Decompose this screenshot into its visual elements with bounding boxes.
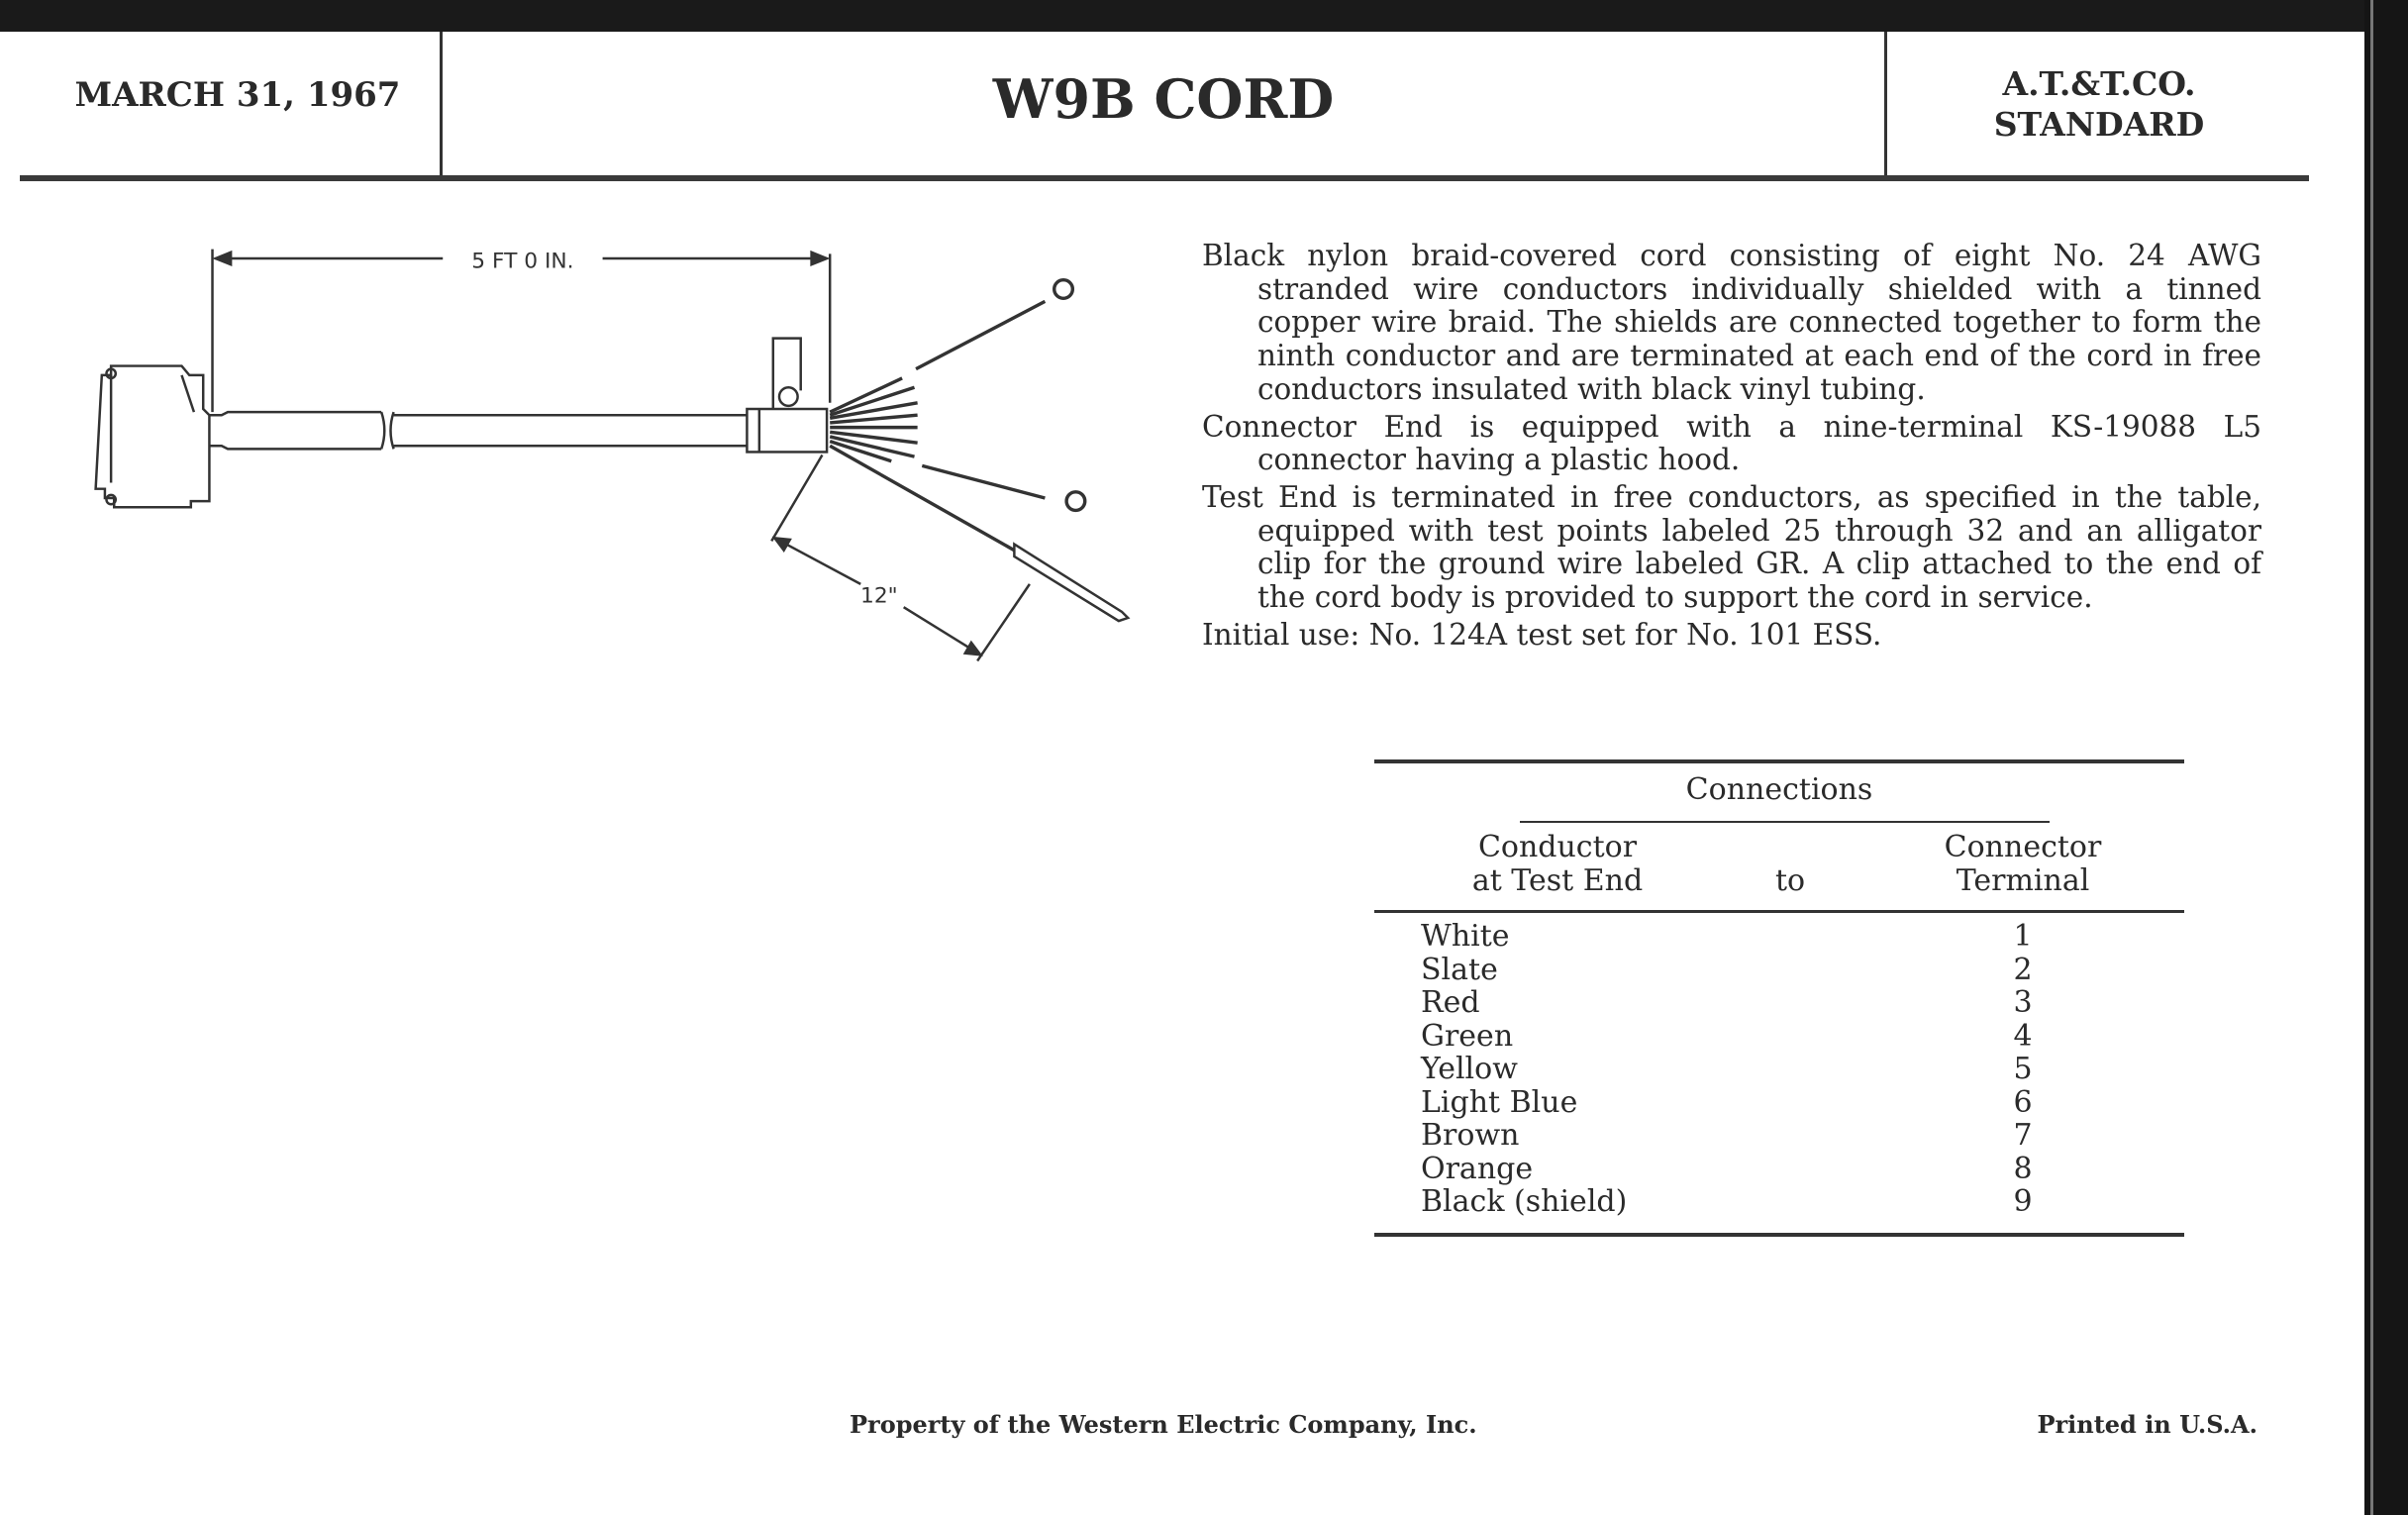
header-divider <box>440 32 443 178</box>
conductor-name: White <box>1421 919 1510 954</box>
col-header-line: at Test End <box>1471 862 1644 898</box>
terminal-number: 7 <box>2013 1118 2033 1153</box>
col-header-terminal: Connector Terminal <box>1889 831 2157 897</box>
terminal-number: 9 <box>2013 1184 2033 1219</box>
lead-length-label: 12" <box>860 583 898 608</box>
terminal-number: 6 <box>2013 1084 2033 1120</box>
dimension-5ft: 5 FT 0 IN. <box>211 249 832 413</box>
standard-line2: STANDARD <box>1993 105 2205 144</box>
conductor-name: Black (shield) <box>1421 1184 1628 1219</box>
description-paragraph: Black nylon braid-covered cord consistin… <box>1202 239 2261 406</box>
conductor-name: Yellow <box>1421 1052 1518 1086</box>
terminal-number: 4 <box>2013 1018 2033 1054</box>
dimension-12in: 12" <box>770 454 1031 662</box>
footer-printed: Printed in U.S.A. <box>2037 1410 2258 1439</box>
col-header-to: to <box>1774 863 1806 898</box>
terminal-number: 2 <box>2013 952 2033 987</box>
table-bottom-rule <box>1374 1233 2184 1237</box>
scan-top-border <box>0 0 2408 32</box>
conductor-name: Brown <box>1421 1118 1520 1153</box>
terminal-number: 1 <box>2013 919 2033 954</box>
col-header-line: Connector <box>1944 830 2102 864</box>
terminal-number: 5 <box>2013 1052 2033 1086</box>
header-divider <box>1884 32 1887 178</box>
col-header-conductor: Conductor at Test End <box>1414 831 1701 897</box>
conductor-name: Red <box>1421 985 1480 1020</box>
issue-date: MARCH 31, 1967 <box>74 75 401 115</box>
description: Black nylon braid-covered cord consistin… <box>1202 239 2261 656</box>
cord-body <box>209 337 829 454</box>
cord-drawing: 5 FT 0 IN. 12" <box>94 249 1131 662</box>
length-label: 5 FT 0 IN. <box>471 249 573 273</box>
col-header-line: Terminal <box>1956 862 2090 898</box>
col-header-line: Conductor <box>1477 830 1638 864</box>
standard-label: A.T.&T.CO. STANDARD <box>1889 63 2309 145</box>
description-paragraph: Connector End is equipped with a nine-te… <box>1202 409 2261 477</box>
connector-icon <box>94 364 211 509</box>
scan-right-border <box>2364 0 2408 1515</box>
page-title: W9B CORD <box>992 67 1335 131</box>
description-paragraph: Initial use: No. 124A test set for No. 1… <box>1202 617 1882 652</box>
description-paragraph: Test End is terminated in free conductor… <box>1202 479 2261 615</box>
header-rule <box>20 175 2309 181</box>
table-header-rule <box>1374 910 2184 913</box>
table-title: Connections <box>1685 772 1873 807</box>
terminal-number: 3 <box>2013 985 2033 1020</box>
conductor-name: Green <box>1421 1018 1514 1054</box>
terminal-number: 8 <box>2013 1151 2033 1186</box>
conductor-name: Light Blue <box>1421 1084 1578 1120</box>
conductor-name: Orange <box>1421 1151 1534 1186</box>
standard-line1: A.T.&T.CO. <box>2002 64 2196 103</box>
conductor-name: Slate <box>1421 952 1498 987</box>
table-top-rule <box>1374 759 2184 763</box>
table-title-rule <box>1520 821 2050 823</box>
footer-property: Property of the Western Electric Company… <box>850 1410 1477 1439</box>
conductor-fan <box>829 277 1131 623</box>
